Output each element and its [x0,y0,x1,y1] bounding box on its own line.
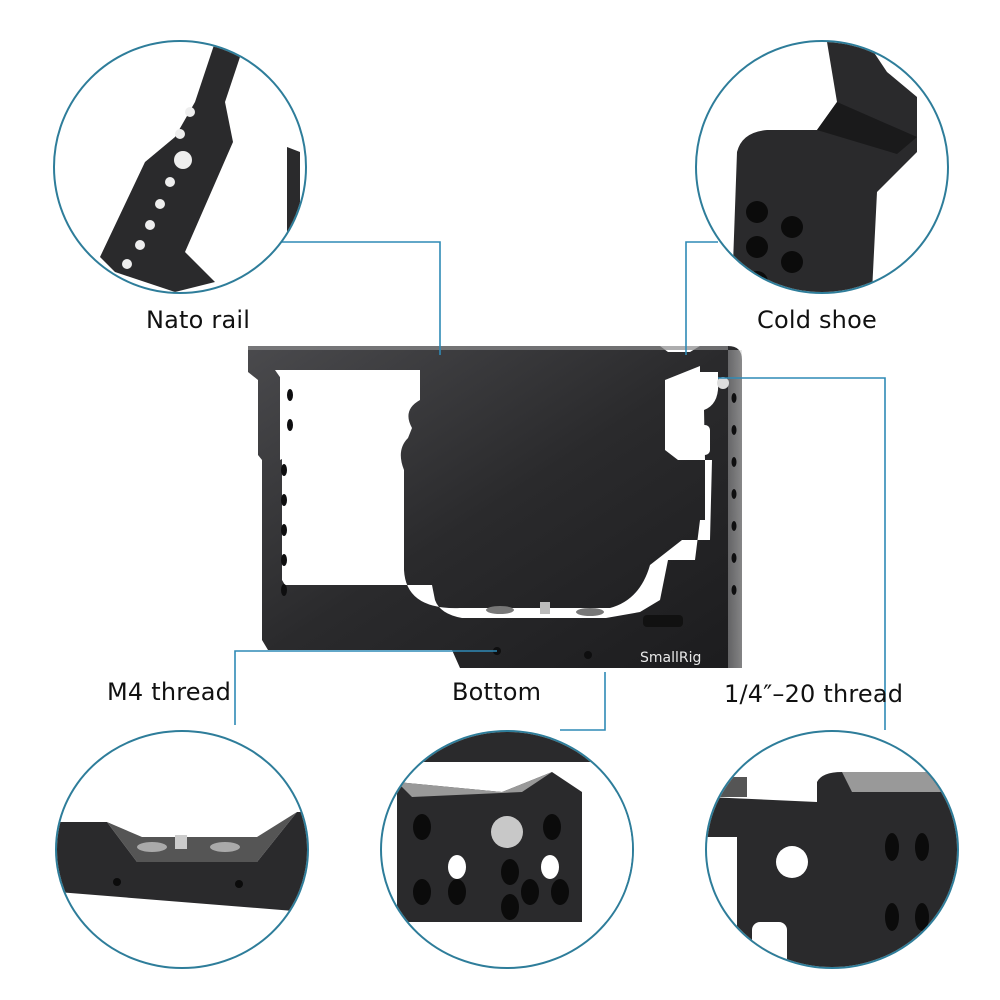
detail-circle-cold-shoe [695,40,949,294]
detail-circle-bottom [380,730,634,969]
label-nato-rail: Nato rail [146,306,251,334]
cage-frame: SmallRig [248,346,742,668]
brand-mark: SmallRig [640,650,701,666]
bottom-detail-image [382,732,632,922]
connector-cold-shoe [685,241,718,355]
connector-bottom [560,672,606,731]
connector-lines [234,241,886,731]
quarter-20-thread-detail-image [707,772,957,967]
detail-circle-nato-rail [53,40,307,294]
m4-thread-detail-image [57,812,307,912]
cold-shoe-detail-image [732,42,917,292]
label-bottom: Bottom [452,678,542,706]
label-m4-thread: M4 thread [107,678,232,706]
connector-quarter-20 [718,377,886,730]
label-cold-shoe: Cold shoe [757,306,877,334]
detail-circle-m4-thread [55,730,309,969]
detail-circle-quarter-20-thread [705,730,959,969]
label-quarter-20-thread: 1/4″–20 thread [724,680,904,708]
connector-nato-rail [280,241,441,355]
nato-rail-detail-image [100,42,300,292]
connector-m4-thread [234,650,497,725]
